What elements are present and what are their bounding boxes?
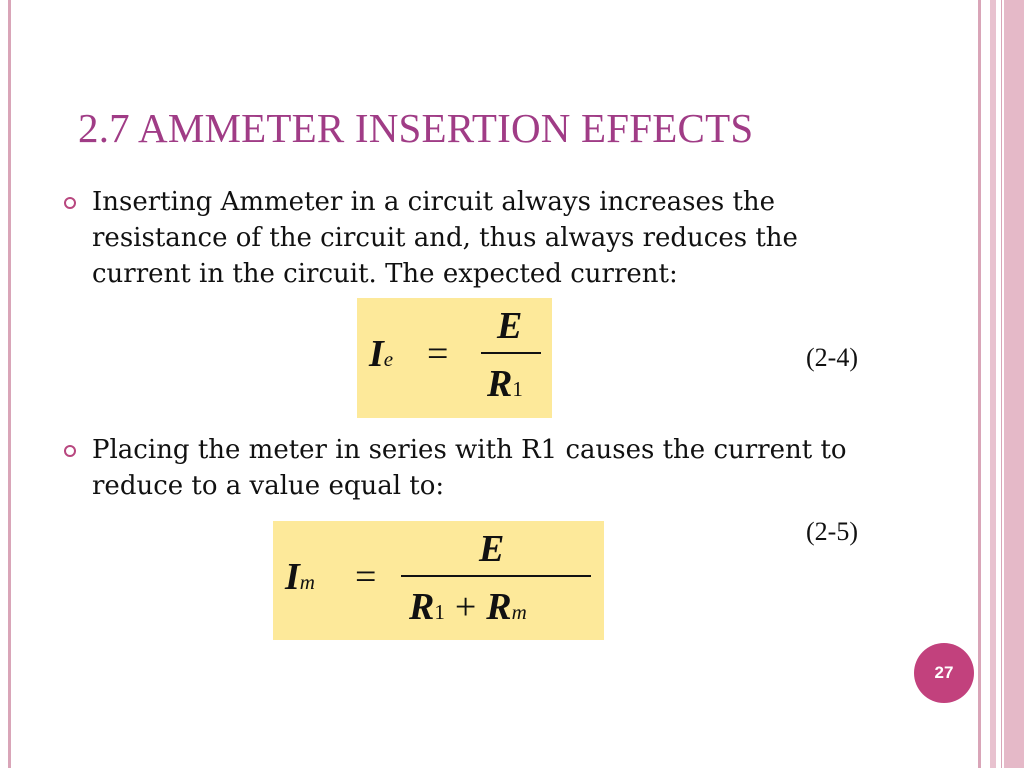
equation-number: (2-5) — [806, 517, 858, 546]
plus-sign: + — [454, 586, 477, 628]
equation-subscript: 1 — [434, 600, 445, 624]
slide-frame-right — [978, 0, 981, 768]
equation-lhs: Ie — [369, 333, 394, 375]
equation-box: Im = E R1+Rm — [273, 521, 604, 640]
fraction-bar — [401, 575, 591, 577]
equation-denominator: R1 — [487, 363, 523, 405]
equation-numerator: E — [479, 528, 505, 570]
bullet-text: Placing the meter in series with R1 caus… — [92, 435, 847, 501]
equation-subscript: m — [299, 570, 315, 594]
equation-subscript: e — [383, 347, 394, 371]
equation-denominator: R1+Rm — [409, 586, 527, 628]
equation-subscript: 1 — [512, 377, 523, 401]
equation-box: Ie = E R1 — [357, 298, 552, 418]
slide-title: 2.7 AMMETER INSERTION EFFECTS — [78, 105, 754, 151]
slide-frame-right — [990, 0, 996, 768]
equation-subscript: m — [511, 600, 527, 624]
equation-numerator: E — [497, 305, 523, 347]
bullet-text: Inserting Ammeter in a circuit always in… — [92, 187, 798, 289]
fraction-bar — [481, 352, 541, 354]
page-number-badge: 27 — [914, 643, 974, 703]
slide-frame-right — [1001, 0, 1002, 768]
slide-frame-right — [1004, 0, 1024, 768]
equals-sign: = — [355, 556, 377, 598]
equals-sign: = — [427, 333, 449, 375]
equation-number: (2-4) — [806, 343, 858, 372]
ring-bullet-icon — [64, 197, 76, 209]
equation-lhs: Im — [285, 556, 315, 598]
slide-frame-left — [8, 0, 11, 768]
ring-bullet-icon — [64, 445, 76, 457]
